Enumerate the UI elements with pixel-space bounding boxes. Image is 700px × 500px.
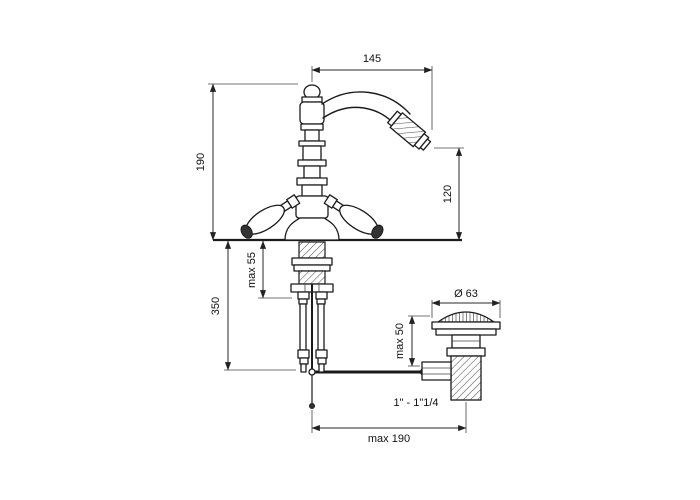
supply-pipe-left [297, 291, 310, 373]
dim-outlet-height-label: 120 [442, 185, 454, 203]
drain-dome [435, 311, 497, 323]
rod-joint-left [308, 368, 316, 376]
drain-rim [431, 321, 501, 330]
dim-drain-max-label: max 50 [394, 323, 406, 359]
rod-end-ball [309, 403, 315, 409]
dim-rod-reach-label: max 190 [368, 433, 410, 445]
threaded-shank-upper [298, 241, 326, 259]
right-handle [323, 194, 384, 239]
dim-spout-reach-label: 145 [363, 53, 381, 65]
spout-bottom-curve [322, 106, 399, 129]
column [296, 123, 328, 197]
drain-threaded-body [450, 355, 482, 401]
drain-collar [446, 347, 486, 357]
supply-pipe-right [315, 291, 328, 373]
dim-total-height-label: 190 [195, 153, 207, 171]
right-handle-cap [371, 224, 384, 239]
spray-head [387, 110, 432, 151]
dim-thread-size-label: 1" - 1"1/4 [393, 397, 438, 409]
drain-assembly [420, 311, 501, 401]
spout-top-curve [321, 91, 411, 115]
under-deck-assembly [290, 241, 424, 409]
finial-collar [301, 96, 323, 103]
dim-under-deck-label: 350 [210, 297, 222, 315]
faucet-body [213, 84, 462, 242]
valve-body [295, 195, 329, 219]
dim-max-deck-label: max 55 [246, 252, 258, 288]
drain-side-nut [421, 361, 452, 381]
left-handle [240, 194, 301, 239]
dim-drain-diameter-label: Ø 63 [454, 288, 478, 300]
threaded-shank-lower [298, 270, 326, 285]
left-handle-cap [240, 224, 253, 239]
spout-hub [299, 101, 325, 125]
drain-neck [451, 334, 481, 349]
dimension-annotations: 145 190 120 max 55 350 Ø 63 max 50 1" - … [195, 53, 501, 445]
base-bell [284, 217, 340, 241]
